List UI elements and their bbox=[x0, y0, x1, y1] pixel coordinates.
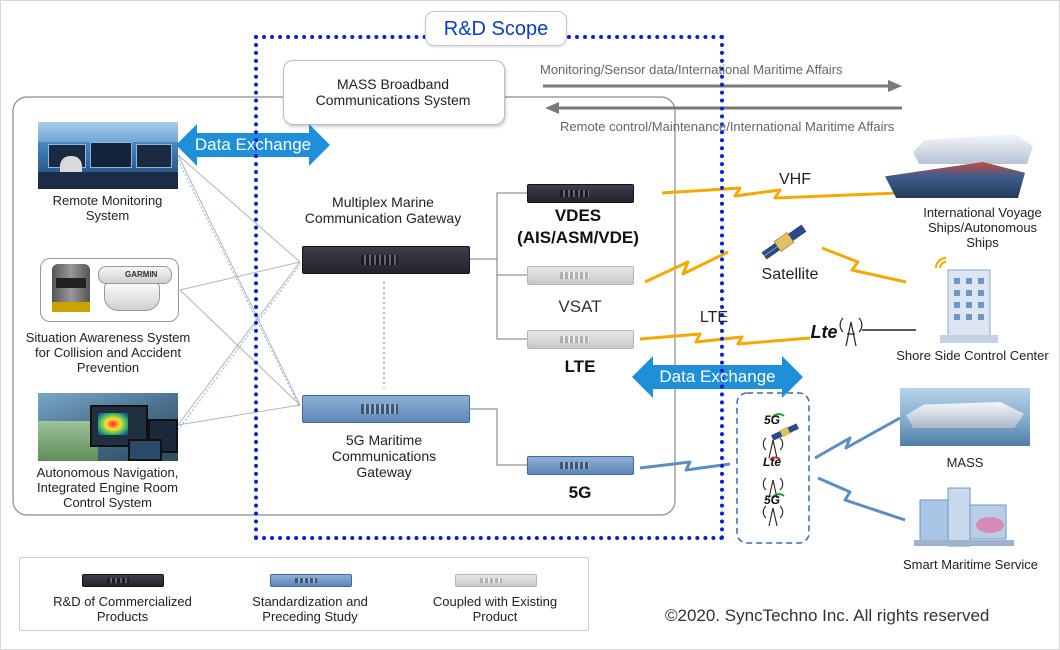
lidar-sensor-icon bbox=[52, 264, 90, 312]
lte-device-label: LTE bbox=[564, 357, 596, 376]
international-ships-label: International Voyage Ships/Autonomous Sh… bbox=[923, 205, 1042, 250]
data-exchange-arrows bbox=[176, 124, 803, 398]
gateway-device-links bbox=[470, 192, 527, 466]
lte-logo: Lte bbox=[810, 322, 838, 342]
fiveg-logo-top: 5G bbox=[763, 413, 780, 427]
rd-scope-title-text: R&D Scope bbox=[443, 18, 549, 40]
system-links bbox=[177, 154, 301, 426]
wireless-base-container bbox=[736, 392, 810, 544]
autonomous-navigation-label: Autonomous Navigation, Integrated Engine… bbox=[36, 465, 179, 510]
international-ships-image bbox=[885, 128, 1050, 206]
mass-label: MASS bbox=[946, 455, 984, 470]
fiveg-gateway-label: 5G Maritime Communications Gateway bbox=[331, 432, 437, 480]
mass-ship-image bbox=[900, 388, 1030, 446]
legend-existing-label: Coupled with Existing Product bbox=[432, 594, 558, 624]
vhf-label: VHF bbox=[779, 171, 811, 188]
lte-antenna-icon bbox=[839, 317, 863, 347]
remote-monitoring-label: Remote Monitoring System bbox=[52, 193, 163, 223]
legend-commercial-label: R&D of Commercialized Products bbox=[53, 594, 192, 624]
legend-standard-device bbox=[270, 574, 352, 587]
autonomous-navigation-image bbox=[38, 393, 178, 461]
cell-tower-icons bbox=[762, 437, 784, 527]
legend-box bbox=[19, 557, 589, 631]
smart-maritime-label: Smart Maritime Service bbox=[902, 557, 1039, 572]
legend-existing-device bbox=[455, 574, 537, 587]
uplink-arrow-label: Monitoring/Sensor data/International Mar… bbox=[540, 62, 843, 77]
satellite-label: Satellite bbox=[761, 266, 819, 283]
vdes-label: VDES (AIS/ASM/VDE) bbox=[517, 206, 639, 247]
lte-device bbox=[527, 330, 634, 349]
legend-commercial-device bbox=[82, 574, 164, 587]
shore-control-label: Shore Side Control Center bbox=[896, 348, 1049, 363]
fiveg-logo-bottom: 5G bbox=[763, 493, 780, 507]
lightning-links bbox=[639, 186, 907, 346]
radar-dome-icon bbox=[104, 283, 160, 311]
vdes-device bbox=[527, 184, 634, 203]
fiveg-device bbox=[527, 456, 634, 475]
vsat-label: VSAT bbox=[558, 297, 602, 316]
fiveg-signal-arcs bbox=[769, 413, 785, 499]
wireless-links bbox=[639, 416, 906, 522]
rd-scope-title: R&D Scope bbox=[425, 11, 567, 46]
broadband-arrows bbox=[543, 80, 902, 114]
smart-service-icon bbox=[914, 487, 1014, 547]
radar-antenna-icon: GARMIN bbox=[98, 266, 172, 284]
vsat-device bbox=[527, 266, 634, 285]
data-exchange-label-left: Data Exchange bbox=[194, 135, 312, 154]
legend-standard-label: Standardization and Preceding Study bbox=[252, 594, 368, 624]
lte-link-label: LTE bbox=[699, 309, 729, 326]
lte-logo-small: Lte bbox=[763, 455, 781, 469]
multiplex-gateway-device bbox=[302, 246, 470, 274]
tower-satellite-icon bbox=[771, 423, 799, 441]
fiveg-gateway-device bbox=[302, 395, 470, 423]
downlink-arrow-label: Remote control/Maintenance/International… bbox=[560, 119, 895, 134]
copyright-text: ©2020. SyncTechno Inc. All rights reserv… bbox=[665, 606, 990, 625]
multiplex-gateway-label: Multiplex Marine Communication Gateway bbox=[304, 194, 462, 226]
broadband-system-box bbox=[283, 60, 505, 125]
broadband-system-label: MASS Broadband Communications System bbox=[315, 76, 471, 108]
remote-monitoring-image bbox=[38, 122, 178, 189]
satellite-icon bbox=[761, 224, 807, 260]
building-icon bbox=[935, 257, 998, 343]
data-exchange-label-right: Data Exchange bbox=[659, 367, 776, 386]
fiveg-device-label: 5G bbox=[568, 483, 592, 502]
situation-awareness-label: Situation Awareness System for Collision… bbox=[25, 330, 191, 375]
